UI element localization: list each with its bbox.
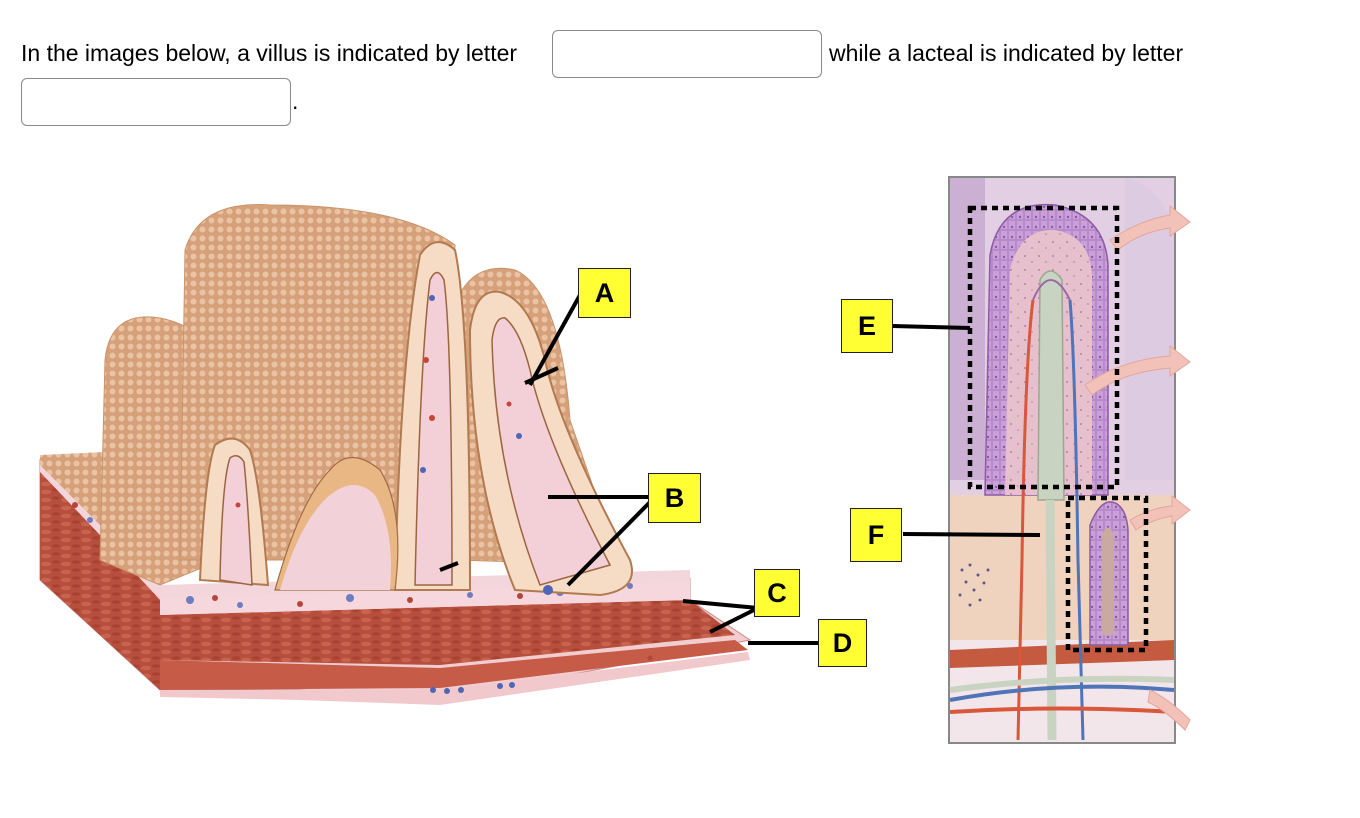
muscle-layer-lower [160,640,748,690]
label-d: D [818,619,867,667]
villus-letter-input[interactable] [552,30,822,78]
label-b: B [648,473,701,523]
muscle-layer [160,600,735,665]
label-c: C [754,569,800,617]
label-e: E [841,299,893,353]
block-side-muscle [40,470,160,690]
label-a: A [578,268,631,318]
label-f: F [850,508,902,562]
micrograph-illustration [892,176,1191,744]
villi-illustration [39,204,820,705]
question-text-part2: while a lacteal is indicated by letter [829,40,1184,66]
question-text-part1: In the images below, a villus is indicat… [21,40,518,66]
lacteal-letter-input[interactable] [21,78,291,126]
question-text-period: . [292,88,299,114]
